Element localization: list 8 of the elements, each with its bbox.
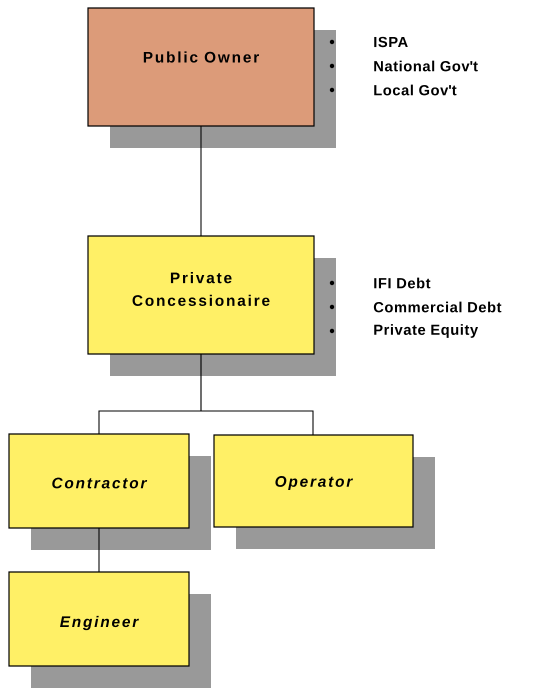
connector-line <box>200 354 314 435</box>
org-box: Private Concessionaire <box>87 235 336 376</box>
org-box: Contractor <box>8 433 211 550</box>
org-box: Public Owner <box>87 7 336 148</box>
org-box: Engineer <box>8 571 211 688</box>
org-box: Operator <box>213 434 435 549</box>
connector-line <box>98 528 100 572</box>
connector-line <box>200 126 202 236</box>
